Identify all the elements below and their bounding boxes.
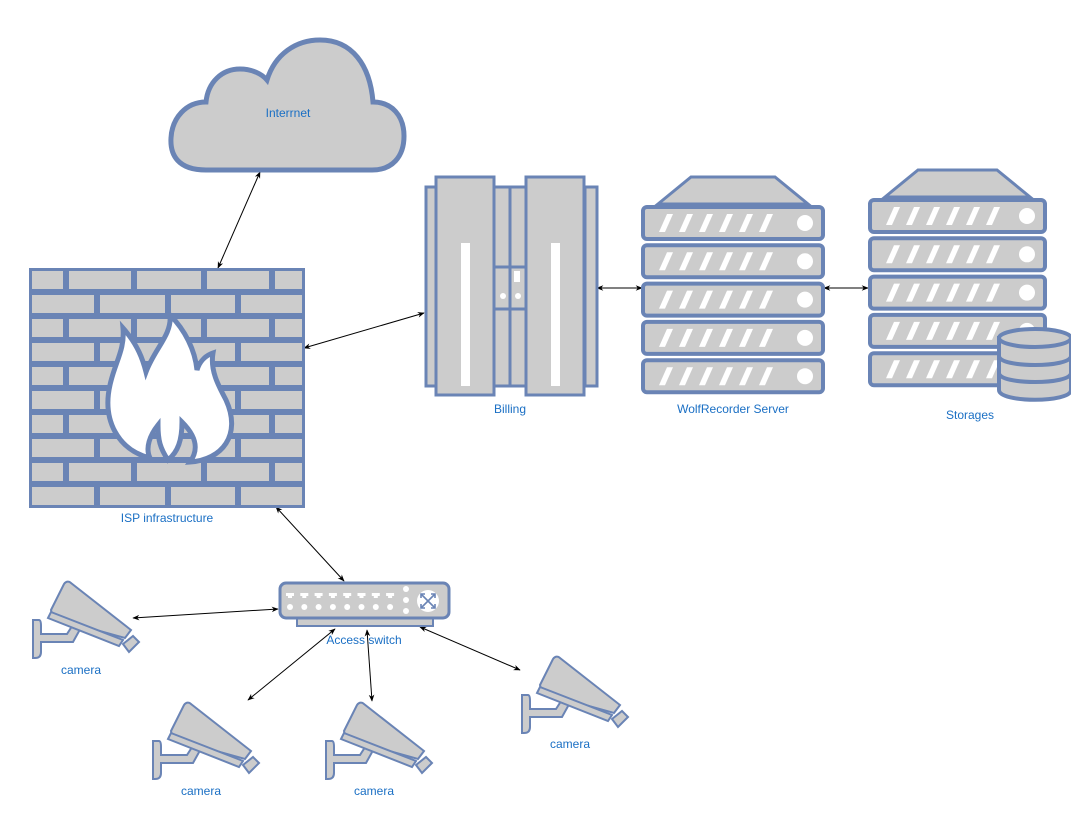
edge-switch-camera4[interactable] [419,626,521,671]
brick [238,340,305,364]
brick [29,436,97,460]
node-label: camera [550,737,590,751]
node-label: Billing [494,402,526,416]
brick [238,388,305,412]
node-camera2[interactable]: camera [152,701,261,798]
edge-switch-camera1[interactable] [132,606,279,621]
cctv-camera-icon [32,580,141,659]
server-unit [641,243,825,280]
brick [272,268,305,292]
node-label: camera [181,784,221,798]
node-label: camera [354,784,394,798]
brick [97,292,168,316]
brick [66,460,134,484]
edge-internet-isp[interactable] [217,171,261,269]
brick [29,268,66,292]
edges [132,171,869,702]
brick [134,460,204,484]
cctv-camera-icon [325,701,434,780]
server-unit [641,281,825,318]
brick [238,484,305,508]
cctv-camera-icon [521,655,630,734]
brick [29,340,97,364]
node-camera3[interactable]: camera [325,701,434,798]
node-internet[interactable]: Interrnet [168,37,407,173]
flame-icon [105,308,235,465]
mainframe-icon [424,175,599,397]
node-label: WolfRecorder Server [677,402,789,416]
edge-switch-camera2[interactable] [247,628,336,701]
brick [204,268,272,292]
storage-server-icon [868,168,1047,388]
brick [272,316,305,340]
node-label: Storages [946,408,994,422]
node-camera4[interactable]: camera [521,655,630,751]
cloud-icon [168,37,407,173]
node-label: Access switch [326,633,401,647]
brick [97,484,168,508]
brick [204,316,272,340]
brick [29,388,97,412]
server-unit [641,319,825,356]
brick [204,460,272,484]
brick [134,268,204,292]
brick [168,292,238,316]
server-unit [641,358,825,395]
server-rack-icon [641,175,825,395]
brick [272,364,305,388]
node-billing[interactable]: Billing [424,175,599,416]
server-unit [868,236,1047,273]
database-icon [997,327,1071,402]
brick [29,484,97,508]
node-label: Interrnet [266,106,311,120]
brick [29,316,66,340]
node-wolfrecorder[interactable]: WolfRecorder Server [641,175,825,416]
edge-switch-camera3[interactable] [364,629,375,702]
node-storages[interactable]: Storages [868,168,1071,422]
node-camera1[interactable]: camera [32,580,141,677]
brick [66,316,134,340]
brick [238,436,305,460]
brick [272,460,305,484]
server-unit [868,274,1047,311]
edge-isp-billing[interactable] [303,312,425,349]
cctv-camera-icon [152,701,261,780]
brick [272,412,305,436]
brick [29,460,66,484]
brick [66,268,134,292]
brick [29,292,97,316]
network-switch-icon [278,581,451,627]
brick [29,412,66,436]
node-label: ISP infrastructure [121,511,214,525]
node-isp[interactable]: ISP infrastructure [29,268,305,525]
brick [238,292,305,316]
brick [168,484,238,508]
server-unit [868,198,1047,234]
edge-isp-switch[interactable] [275,506,345,582]
brick [29,364,66,388]
node-label: camera [61,663,101,677]
node-switch[interactable]: Access switch [278,581,451,647]
server-unit [641,205,825,241]
